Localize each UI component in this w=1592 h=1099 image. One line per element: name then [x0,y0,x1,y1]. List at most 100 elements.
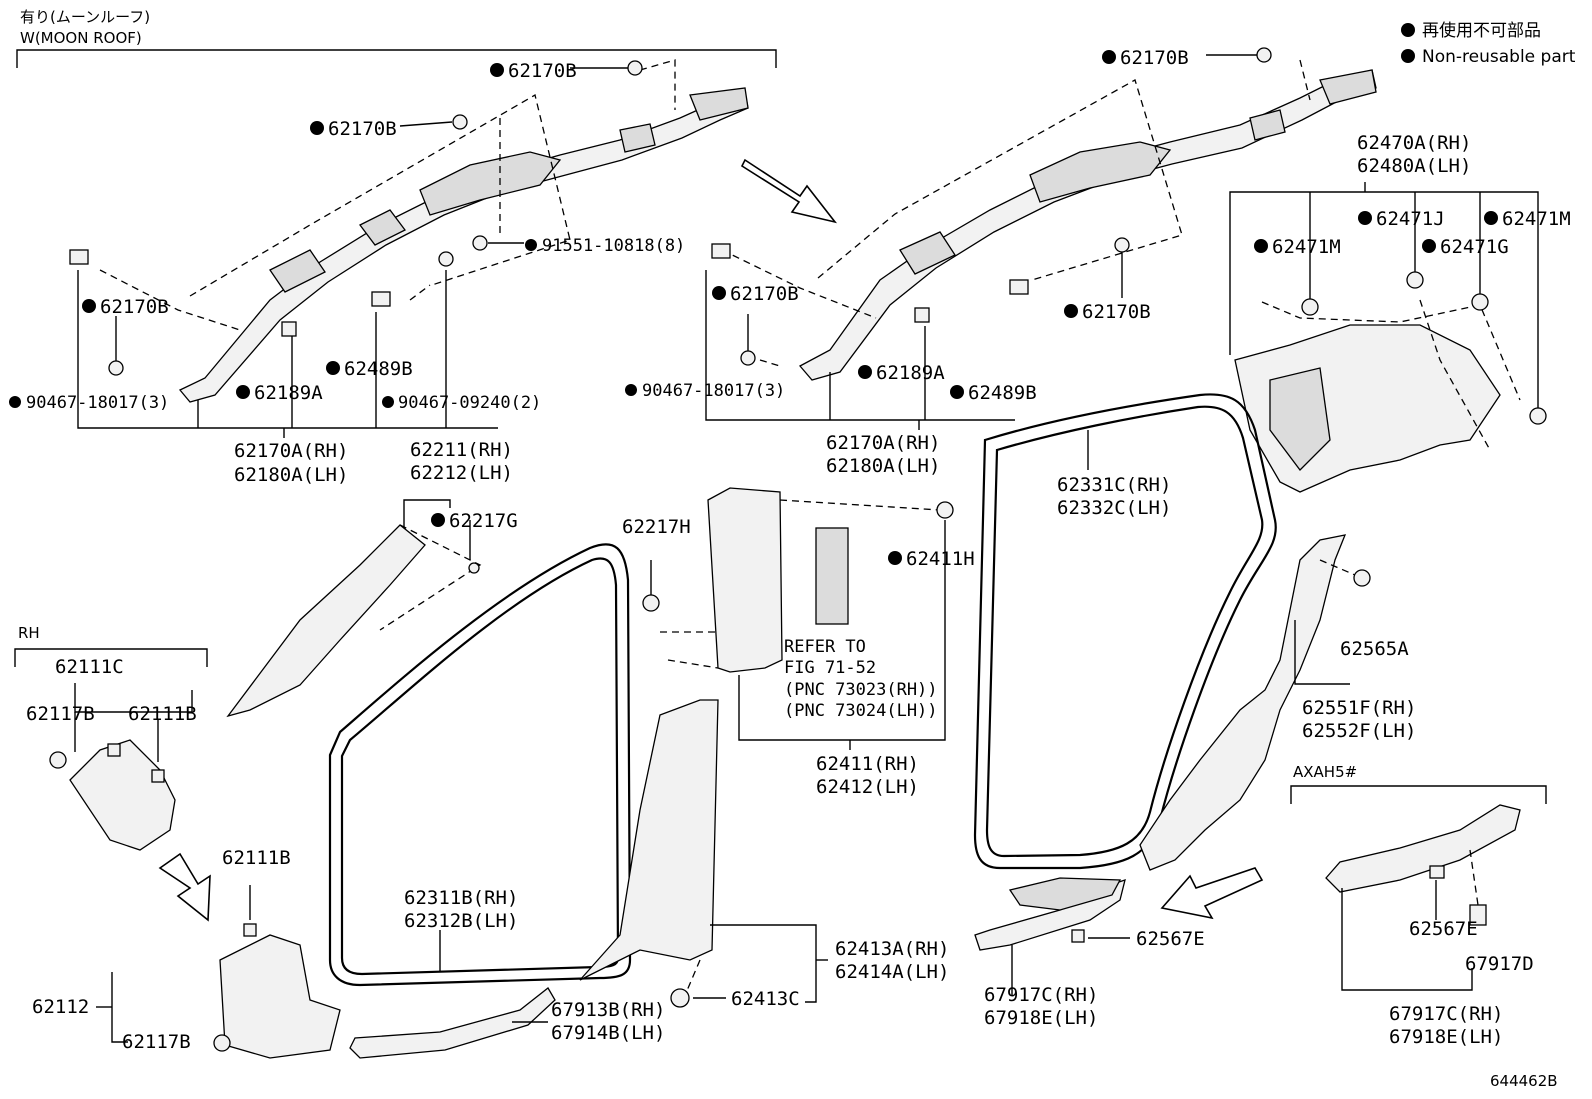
moonroof-en-heading: W(MOON ROOF) [20,29,142,47]
part-labels: 62170B 62170B 91551-10818(8) 62170B 6248… [26,47,1571,1053]
part-label: 67913B(RH) [551,999,665,1021]
clip-icon [243,923,257,937]
quarter-trim [1229,182,1547,493]
rear-scuff-plate [974,877,1130,995]
part-label: 62170B [1120,47,1189,69]
part-label: 62170B [100,296,169,318]
legend-jp: 再使用不可部品 [1422,20,1541,41]
part-label: 62170B [328,118,397,140]
moonroof-bracket: 有り(ムーンルーフ) W(MOON ROOF) [16,8,777,68]
clip-icon [1406,271,1424,289]
part-label: 62551F(RH) [1302,697,1416,719]
part-label: 62411(RH) [816,753,919,775]
part-label: 62414A(LH) [835,961,949,983]
rh-bracket: RH [14,624,208,667]
part-label: 62471M [1272,236,1341,258]
bolt-icon [452,114,468,130]
fasteners-top-left [69,60,643,376]
part-label: 91551-10818(8) [542,236,685,256]
clip-icon [670,988,690,1008]
front-scuff-plate [349,987,556,1059]
part-label: 62180A(LH) [234,464,348,486]
fasteners-top-mid [711,47,1272,366]
part-label: 90467-09240(2) [398,393,541,413]
clip-icon [49,751,67,769]
part-label: 62111B [128,703,197,725]
moonroof-jp-heading: 有り(ムーンルーフ) [20,8,150,26]
part-label: 62112 [32,996,89,1018]
part-label: 90467-18017(3) [26,393,169,413]
part-label: 62170A(RH) [826,432,940,454]
part-label: 62471M [1502,208,1571,230]
clip-icon [213,1034,231,1052]
part-label: 62332C(LH) [1057,497,1171,519]
clip-icon [107,743,121,757]
reference-note: (PNC 73024(LH)) [784,701,938,721]
legend-en: Non-reusable part [1422,47,1576,67]
clip-icon [151,769,165,783]
clip-icon [914,307,930,323]
rear-door-weatherstrip [973,393,1277,870]
part-label: 62470A(RH) [1357,132,1471,154]
clip-icon [1353,569,1371,587]
clip-icon [1529,407,1547,425]
bolt-icon [627,60,643,76]
bolt-icon [740,350,756,366]
part-label: 62567E [1136,928,1205,950]
nonreusable-dot-icon [1401,23,1415,37]
bolt-icon [1114,237,1130,253]
reference-note: (PNC 73023(RH)) [784,680,938,700]
axah-bracket: AXAH5# [1290,763,1547,804]
part-label: 62471G [1440,236,1509,258]
curtain-airbag-moonroof-leaders [77,59,676,438]
part-label: 67914B(LH) [551,1022,665,1044]
part-label: 67917C(RH) [984,984,1098,1006]
part-label: 67918E(LH) [1389,1026,1503,1048]
part-label: 90467-18017(3) [642,381,785,401]
part-label: 62217G [449,510,518,532]
bracket-icon [371,291,391,307]
part-label: 67917C(RH) [1389,1003,1503,1025]
curtain-airbag-leaders [705,54,1311,430]
screw-icon [472,235,488,251]
part-label: 62331C(RH) [1057,474,1171,496]
part-label: 62211(RH) [410,439,513,461]
front-door-weatherstrip-inner [340,557,620,976]
part-label: 62312B(LH) [404,910,518,932]
curtain-airbag-moonroof [178,87,749,403]
bracket-icon [69,249,89,265]
part-label: 67917D [1465,953,1534,975]
rh-heading: RH [18,624,40,642]
part-label: 62170B [730,283,799,305]
clip-icon [1429,865,1445,879]
part-label: 62565A [1340,638,1409,660]
part-label: 62489B [968,382,1037,404]
center-pillar-upper [642,487,954,750]
part-label: 62411H [906,548,975,570]
front-pillar-garnish [226,499,482,718]
part-label: 62170B [1082,301,1151,323]
axah-scuff-plate [1325,804,1521,991]
part-label: 62180A(LH) [826,455,940,477]
clip-icon [1469,904,1487,926]
seatbelt-adjuster [815,527,849,625]
part-label: 62489B [344,358,413,380]
front-door-weatherstrip [328,543,632,987]
part-label: 62111C [55,656,124,678]
clip-icon [642,594,660,612]
diagram-code: 644462B [1490,1072,1558,1090]
axah-heading: AXAH5# [1293,763,1357,781]
part-label: 62189A [876,362,945,384]
rear-pillar-lower [1139,534,1371,871]
reference-note: REFER TO [784,637,866,657]
clip-icon [1301,298,1319,316]
nonreusable-markers [9,50,1498,565]
direction-arrow-icon [740,158,838,224]
direction-arrow-icon [158,852,211,922]
part-label: 62111B [222,847,291,869]
part-label: 62311B(RH) [404,887,518,909]
part-label: 62170A(RH) [234,440,348,462]
curtain-airbag [798,69,1377,381]
